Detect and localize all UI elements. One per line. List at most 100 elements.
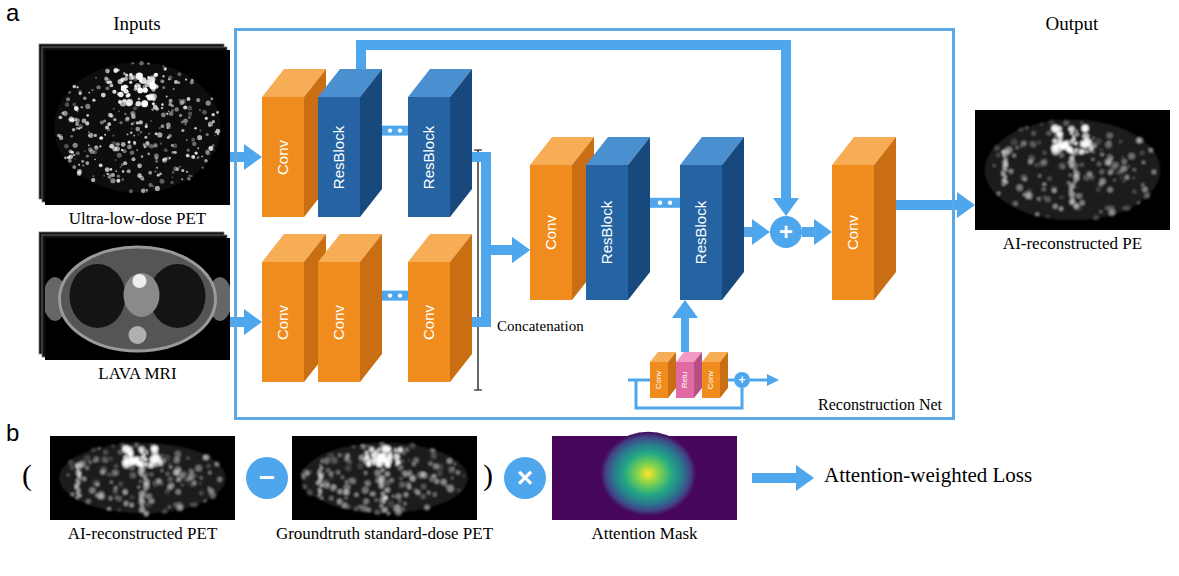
connector-group	[896, 205, 958, 206]
loss-arrow	[752, 473, 797, 483]
conv-block: Conv	[832, 137, 896, 300]
block-shape	[586, 137, 650, 300]
block-shape	[318, 69, 382, 217]
resblock-block: ResBlock	[408, 69, 472, 217]
label-slot: Inputs	[113, 14, 161, 35]
sum-operator: +	[770, 216, 802, 248]
block-label: Conv	[276, 139, 291, 174]
connector-group	[744, 232, 753, 233]
label-slot: (	[22, 458, 32, 491]
section-title: Output	[1046, 14, 1099, 35]
operator-symbol: +	[779, 220, 793, 244]
frame-title: Reconstruction Net	[818, 396, 942, 414]
conv-block: Conv	[650, 352, 676, 398]
block-shape	[262, 234, 326, 382]
arrowhead	[796, 465, 814, 491]
pet-scan	[292, 436, 477, 520]
attention-mask-image	[552, 432, 737, 520]
label-slot: Concatenation	[497, 318, 584, 335]
label-slot: )	[483, 458, 493, 491]
ellipsis-dot	[668, 201, 672, 205]
block-label: ResBlock	[422, 125, 437, 188]
caption: Ultra-low-dose PET	[69, 209, 206, 229]
connector-group	[802, 232, 815, 233]
operator-symbol: +	[738, 374, 745, 386]
conv-block: Conv	[408, 234, 472, 382]
connector-group	[472, 157, 513, 250]
resblock-block: ResBlock	[318, 69, 382, 217]
flow-arrow	[472, 157, 513, 250]
label-slot: Output	[1046, 14, 1099, 35]
ellipsis-dot	[388, 293, 392, 297]
multiply-operator: ×	[504, 457, 546, 499]
bracket	[474, 150, 482, 390]
ellipsis-dot	[398, 128, 402, 132]
flow-arrow	[681, 317, 689, 352]
pet-image: Groundtruth standard-dose PET	[273, 436, 496, 550]
block-label: Conv	[422, 304, 437, 339]
block-shape	[832, 137, 896, 300]
connector-group	[472, 250, 513, 322]
block-label: ResBlock	[332, 125, 347, 188]
section-title: Inputs	[113, 14, 161, 35]
flow-arrow	[472, 250, 513, 322]
block-label: ResBlock	[600, 201, 615, 264]
block-label: Conv	[707, 371, 715, 390]
block-shape	[676, 352, 702, 398]
relu-block: Relu	[676, 352, 702, 398]
caption: Groundtruth standard-dose PET	[276, 524, 493, 544]
pet-image: AI-reconstructed PET	[50, 436, 235, 550]
flow-arrow	[230, 317, 245, 327]
connector-group	[685, 317, 686, 352]
flow-arrow	[802, 227, 815, 237]
block-label: Conv	[332, 304, 347, 339]
block-shape	[408, 69, 472, 217]
pet-scan	[975, 110, 1170, 230]
chain-bar	[382, 291, 408, 301]
label-slot: Attention-weighted Loss	[824, 464, 1032, 487]
conv-block: Conv	[530, 137, 594, 300]
connector-group	[650, 201, 680, 205]
connector-group	[382, 293, 408, 297]
flow-arrow	[230, 152, 245, 162]
conv-block: Conv	[262, 69, 326, 217]
input-image: LAVA MRI	[45, 238, 230, 390]
operator-symbol: −	[259, 464, 275, 492]
block-shape	[680, 137, 744, 300]
mri-scan	[43, 238, 232, 360]
connector-group	[382, 128, 408, 132]
block-label: Relu	[681, 372, 689, 388]
output-image: AI-reconstructed PE	[975, 110, 1170, 260]
conv-block: Conv	[262, 234, 326, 382]
minus-operator: −	[246, 457, 288, 499]
block-label: Conv	[544, 215, 559, 250]
operator-symbol: ×	[517, 464, 533, 492]
connector-group	[230, 157, 245, 158]
ellipsis-dot	[658, 201, 662, 205]
caption: Attention Mask	[591, 524, 697, 544]
mask-image: Attention Mask	[552, 436, 737, 550]
chain-bar	[382, 126, 408, 136]
arrowhead	[767, 374, 779, 386]
chain-bar	[650, 198, 680, 208]
block-label: Conv	[655, 371, 663, 390]
resblock-block: ResBlock	[680, 137, 744, 300]
block-shape	[318, 234, 382, 382]
block-label: ResBlock	[694, 201, 709, 264]
label-slot: b	[6, 420, 19, 446]
caption: LAVA MRI	[98, 364, 176, 384]
block-label: Conv	[846, 215, 861, 250]
label-slot: a	[6, 0, 19, 26]
panel-letter: b	[6, 420, 19, 446]
ellipsis-dot	[388, 128, 392, 132]
block-shape	[530, 137, 594, 300]
pet-scan	[50, 436, 235, 520]
block-shape	[262, 69, 326, 217]
block-shape	[408, 234, 472, 382]
block-label: Conv	[276, 304, 291, 339]
ellipsis-dot	[398, 293, 402, 297]
caption: AI-reconstructed PET	[68, 524, 218, 544]
flow-arrow	[744, 227, 753, 237]
conv-block: Conv	[318, 234, 382, 382]
